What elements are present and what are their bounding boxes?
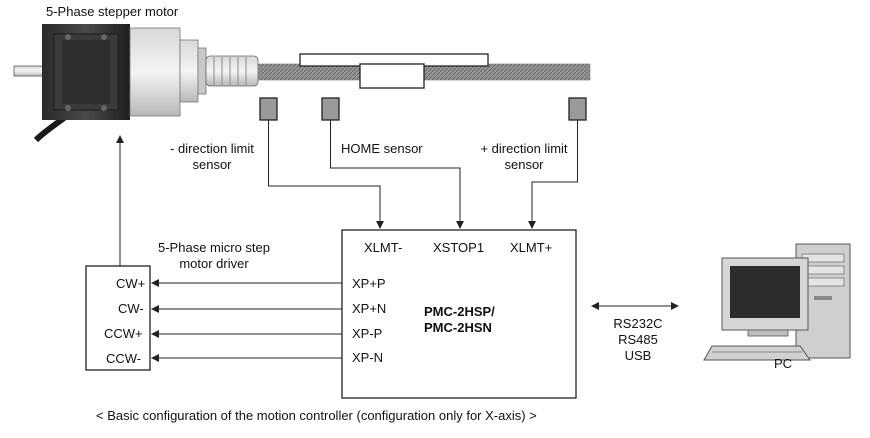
controller-name-line2: PMC-2HSN: [424, 320, 492, 335]
moving-stage: [299, 53, 489, 89]
controller-output-xp-plus-n: XP+N: [352, 301, 387, 316]
plus-limit-sensor: [568, 97, 587, 121]
motor-driver-box: [85, 265, 151, 371]
protocol-rs485: RS485: [618, 332, 658, 347]
protocol-rs232c: RS232C: [613, 316, 663, 331]
motor-label: 5-Phase stepper motor: [46, 4, 179, 19]
protocol-usb: USB: [624, 348, 652, 363]
comm-protocols: RS232C RS485 USB: [608, 316, 668, 364]
driver-terminal-ccw-minus: CCW-: [106, 351, 142, 366]
stepper-motor: [13, 24, 207, 143]
driver-label: 5-Phase micro step motor driver: [146, 240, 282, 272]
controller-box: [341, 229, 577, 399]
minus-limit-sensor: [259, 97, 278, 121]
minus-limit-sensor-label-line1: - direction limit: [170, 141, 254, 156]
shaft-coupling: [205, 55, 259, 87]
controller-input-xlmt-plus: XLMT+: [510, 240, 553, 255]
minus-limit-sensor-label-line2: sensor: [192, 157, 232, 172]
plus-limit-sensor-label-line2: sensor: [504, 157, 544, 172]
caption: < Basic configuration of the motion cont…: [96, 408, 537, 423]
sensor-wires: [268, 120, 578, 229]
driver-terminal-cw-minus: CW-: [118, 301, 144, 316]
driver-label-line1: 5-Phase micro step: [158, 240, 270, 255]
plus-limit-sensor-label-line1: + direction limit: [480, 141, 568, 156]
controller-name-line1: PMC-2HSP/: [424, 304, 495, 319]
home-sensor: [321, 97, 340, 121]
controller-name: PMC-2HSP/ PMC-2HSN: [424, 304, 495, 336]
driver-label-line2: motor driver: [179, 256, 249, 271]
output-lines: [151, 279, 342, 362]
pc-illustration: [703, 243, 851, 361]
home-sensor-label: HOME sensor: [341, 141, 423, 156]
controller-input-xstop1: XSTOP1: [433, 240, 485, 255]
controller-output-xp-minus-n: XP-N: [352, 350, 384, 365]
controller-input-xlmt-minus: XLMT-: [364, 240, 403, 255]
driver-terminal-ccw-plus: CCW+: [104, 326, 143, 341]
minus-limit-sensor-label: - direction limit sensor: [156, 141, 268, 173]
pc-label: PC: [774, 356, 793, 371]
controller-output-xp-minus-p: XP-P: [352, 326, 383, 341]
driver-terminal-cw-plus: CW+: [116, 276, 146, 291]
controller-output-xp-plus-p: XP+P: [352, 276, 386, 291]
plus-limit-sensor-label: + direction limit sensor: [468, 141, 580, 173]
